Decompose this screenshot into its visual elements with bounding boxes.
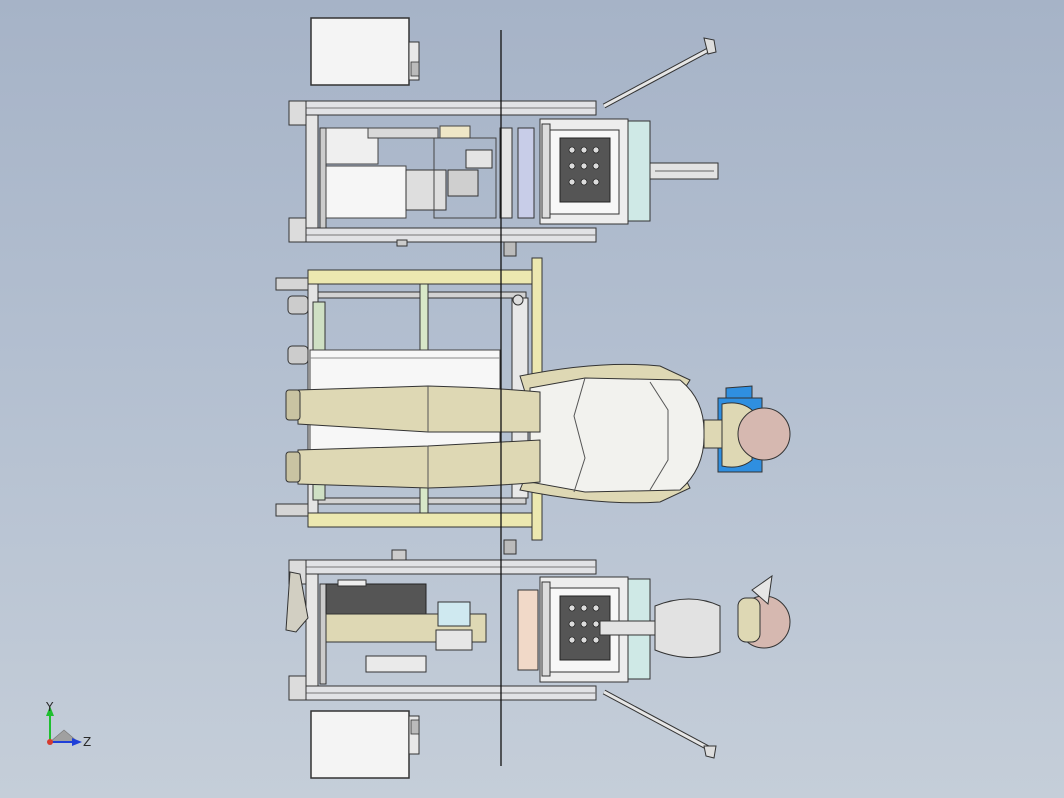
top-control-box — [310, 17, 420, 86]
mannequin — [285, 363, 791, 504]
z-axis-label: Z — [83, 735, 91, 749]
bottom-frame-unit — [285, 549, 791, 759]
y-axis-label: Y — [45, 700, 54, 714]
bottom-control-box — [310, 710, 420, 779]
orientation-triad: Y Z — [45, 700, 91, 749]
top-frame-unit — [288, 37, 719, 247]
